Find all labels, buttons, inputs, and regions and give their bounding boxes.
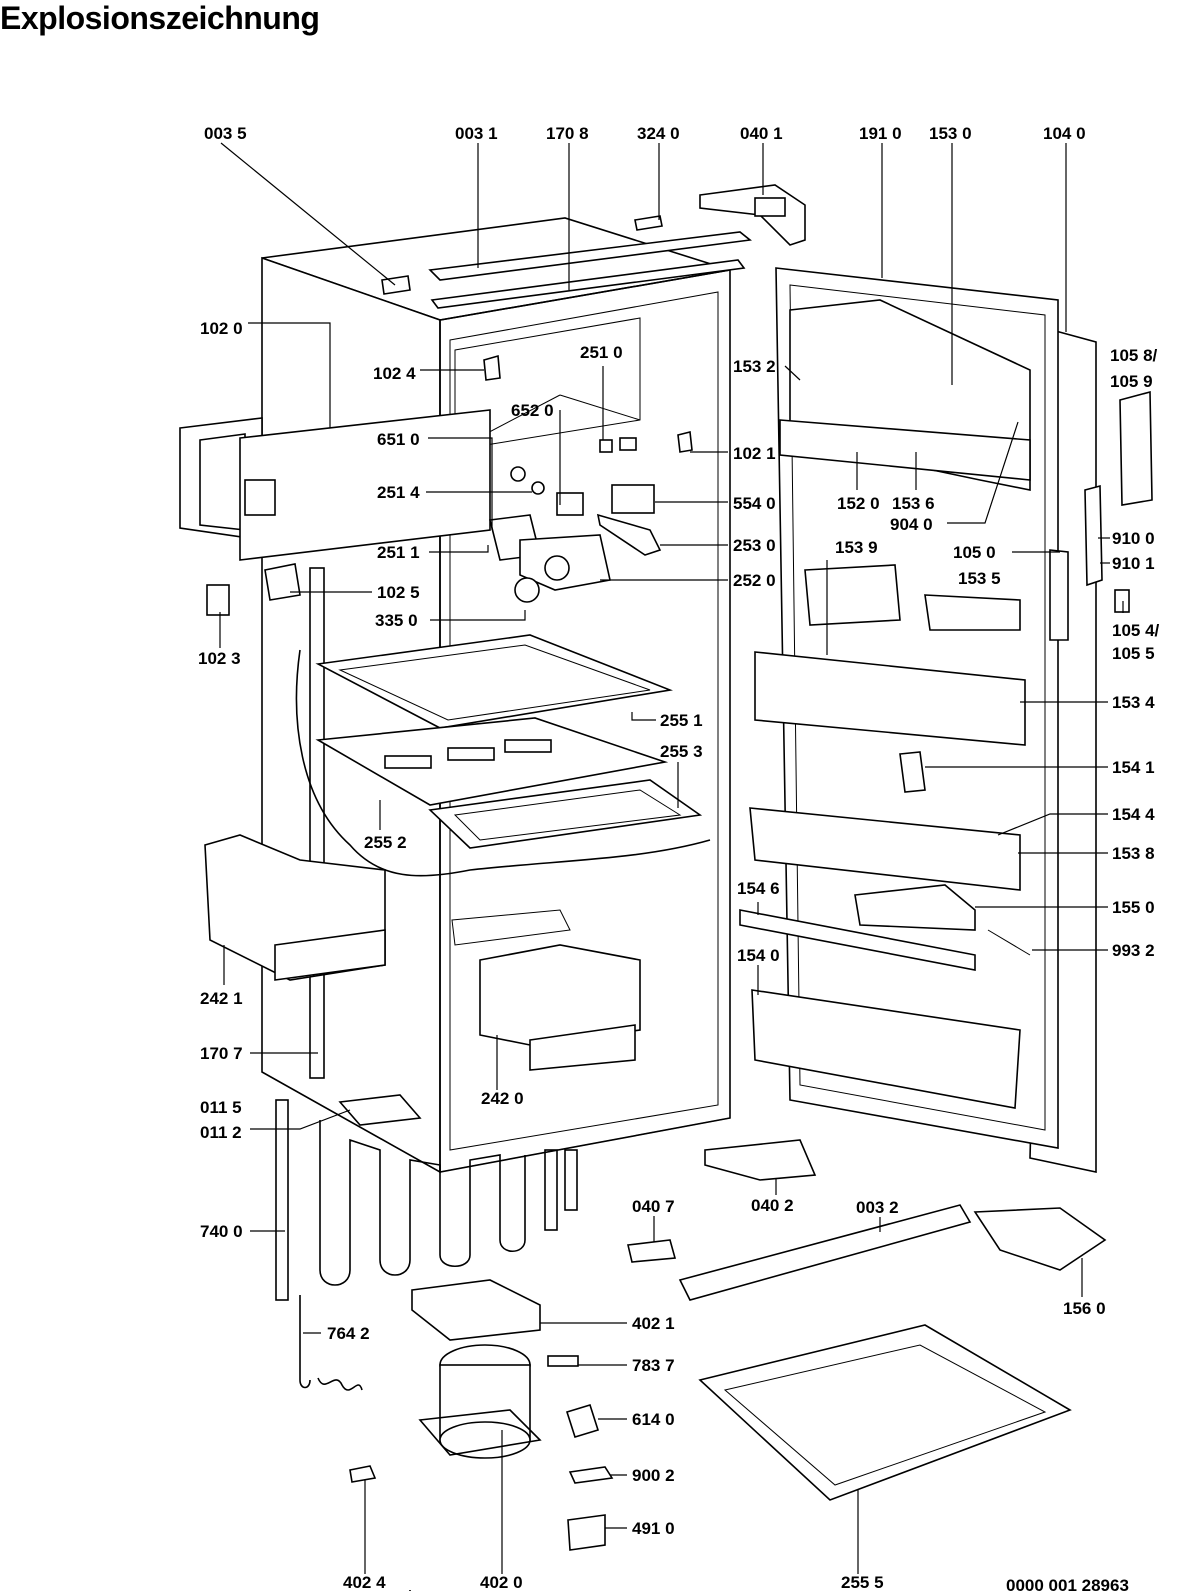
part-label-9100: 910 0: [1112, 529, 1155, 548]
part-label-7400: 740 0: [200, 1222, 243, 1241]
part-label-1520: 152 0: [837, 494, 880, 513]
part-label-1532: 153 2: [733, 357, 776, 376]
part-label-2555: 255 5: [841, 1573, 884, 1591]
part-label-2420: 242 0: [481, 1089, 524, 1108]
part-label-3350: 335 0: [375, 611, 418, 630]
bottom-parts: [627, 1139, 1107, 1501]
part-label-2551: 255 1: [660, 711, 703, 730]
part-label-1707: 170 7: [200, 1044, 243, 1063]
door-balconies: [739, 299, 1031, 1109]
part-label-9932: 993 2: [1112, 941, 1155, 960]
part-label-0402: 040 2: [751, 1196, 794, 1215]
part-label-1540: 154 0: [737, 946, 780, 965]
part-label-1023: 102 3: [198, 649, 241, 668]
part-label-2530: 253 0: [733, 536, 776, 555]
part-label-6140: 614 0: [632, 1410, 675, 1429]
part-label-6510: 651 0: [377, 430, 420, 449]
part-label-0031: 003 1: [455, 124, 498, 143]
part-label-4024: 402 4: [343, 1573, 386, 1591]
part-label-0115: 011 5: [200, 1098, 242, 1117]
part-label-2514: 251 4: [377, 483, 420, 502]
part-label-1055: 105 5: [1112, 644, 1155, 663]
left-clips: [206, 563, 325, 1079]
part-label-1021: 102 1: [733, 444, 776, 463]
thermostat-assembly: [483, 354, 693, 603]
part-label-1536: 153 6: [892, 494, 935, 513]
part-label-2520: 252 0: [733, 571, 776, 590]
hinge-top: [699, 184, 806, 246]
part-label-2552: 255 2: [364, 833, 407, 852]
part-label-1910: 191 0: [859, 124, 902, 143]
part-label-1560: 156 0: [1063, 1299, 1106, 1318]
part-label-1550: 155 0: [1112, 898, 1155, 917]
part-label-1544: 154 4: [1112, 805, 1155, 824]
part-label-2510: 251 0: [580, 343, 623, 362]
compressor-unit: [299, 1279, 614, 1591]
part-label-2553: 255 3: [660, 742, 703, 761]
part-label-5540: 554 0: [733, 494, 776, 513]
part-label-0407: 040 7: [632, 1197, 675, 1216]
top-rails: [381, 215, 752, 309]
ceiling-panel: [179, 409, 491, 561]
part-label-1024: 102 4: [373, 364, 416, 383]
part-label-2421: 242 1: [200, 989, 243, 1008]
part-label-1040: 104 0: [1043, 124, 1086, 143]
page-title: Explosionszeichnung: [0, 0, 320, 36]
part-label-9101: 910 1: [1112, 554, 1155, 573]
part-label-4021: 402 1: [632, 1314, 675, 1333]
part-label-4910: 491 0: [632, 1519, 675, 1538]
part-label-1530: 153 0: [929, 124, 972, 143]
part-label-1054: 105 4/: [1112, 621, 1160, 640]
part-label-7642: 764 2: [327, 1324, 370, 1343]
leader-lines: [219, 142, 1124, 1574]
part-label-9002: 900 2: [632, 1466, 675, 1485]
part-label-9040: 904 0: [890, 515, 933, 534]
part-label-1025: 102 5: [377, 583, 420, 602]
part-label-0032: 003 2: [856, 1198, 899, 1217]
part-label-7837: 783 7: [632, 1356, 675, 1375]
part-label-1541: 154 1: [1112, 758, 1155, 777]
drawing-number: 0000 001 28963: [1006, 1576, 1129, 1595]
part-label-3240: 324 0: [637, 124, 680, 143]
part-label-1058: 105 8/: [1110, 346, 1158, 365]
part-label-1539: 153 9: [835, 538, 878, 557]
part-label-0401: 040 1: [740, 124, 783, 143]
part-label-1020: 102 0: [200, 319, 243, 338]
crisper-drawers: [204, 834, 641, 1071]
part-label-0035: 003 5: [204, 124, 247, 143]
cabinet-back-condenser: [275, 1094, 578, 1301]
part-label-4020: 402 0: [480, 1573, 523, 1591]
part-label-1546: 154 6: [737, 879, 780, 898]
part-label-1059: 105 9: [1110, 372, 1153, 391]
part-label-1534: 153 4: [1112, 693, 1155, 712]
part-label-2511: 251 1: [377, 543, 420, 562]
glass-shelves: [295, 634, 711, 877]
part-label-6520: 652 0: [511, 401, 554, 420]
part-label-1050: 105 0: [953, 543, 996, 562]
part-label-1535: 153 5: [958, 569, 1001, 588]
part-label-1538: 153 8: [1112, 844, 1155, 863]
part-label-1708: 170 8: [546, 124, 589, 143]
part-labels: 003 5 003 1 170 8 324 0 040 1 191 0 153 …: [198, 124, 1160, 1591]
part-label-0112: 011 2: [200, 1123, 242, 1142]
